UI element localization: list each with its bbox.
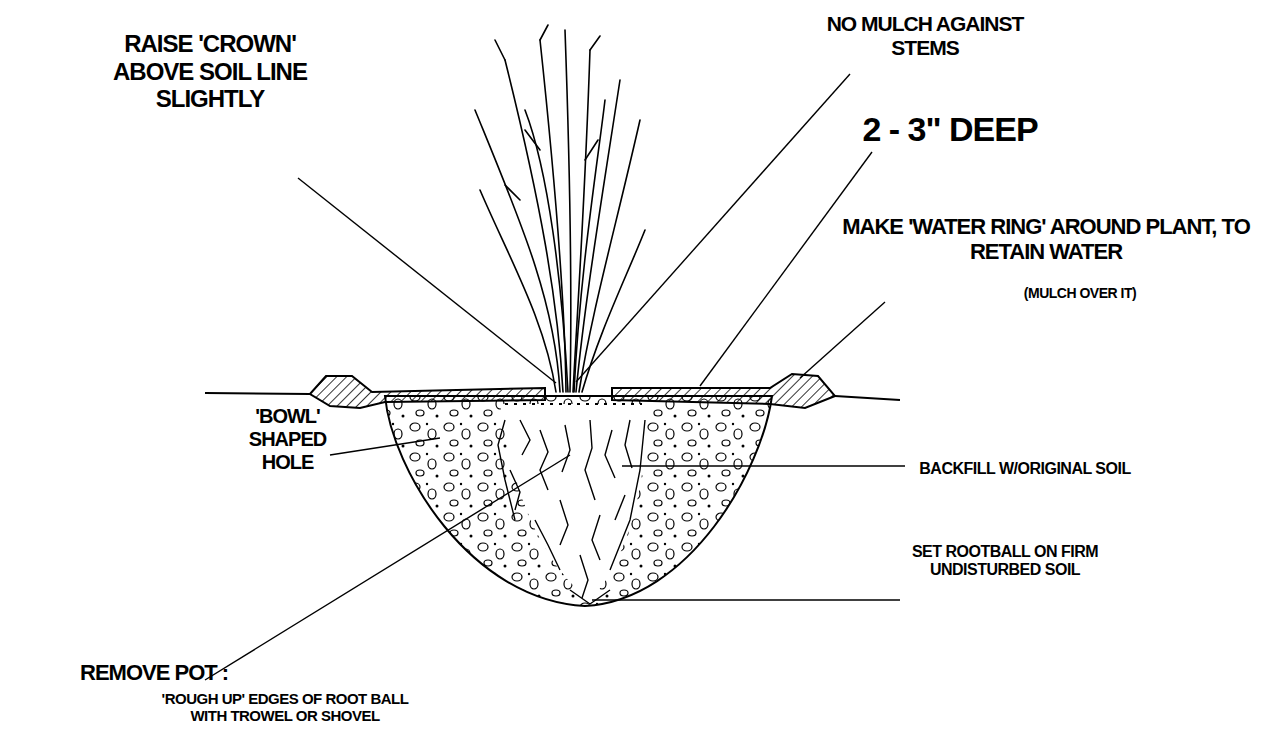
mulch-right	[612, 374, 835, 408]
annotation-label: REMOVE POT :	[80, 660, 280, 685]
annotation-label: RAISE 'CROWN' ABOVE SOIL LINE SLIGHTLY	[85, 30, 335, 113]
annotation-label: (MULCH OVER IT)	[990, 285, 1170, 301]
ground-line	[205, 393, 900, 400]
annotation-label: BACKFILL W/ORIGINAL SOIL	[910, 460, 1140, 478]
roots	[498, 420, 645, 604]
annotation-label: SET ROOTBALL ON FIRM UNDISTURBED SOIL	[880, 543, 1130, 580]
annotation-label: MAKE 'WATER RING' AROUND PLANT, TO RETAI…	[830, 214, 1262, 265]
annotation-label: 2 - 3" DEEP	[860, 110, 1040, 149]
rootball	[500, 404, 646, 600]
crown-line	[505, 403, 642, 405]
bowl-hole	[385, 396, 772, 606]
annotation-label: 'BOWL' SHAPED HOLE	[240, 405, 335, 474]
annotation-label: 'ROUGH UP' EDGES OF ROOT BALL WITH TROWE…	[150, 690, 420, 725]
leader-lines	[205, 74, 905, 680]
grass-plant	[475, 25, 645, 392]
annotation-label: NO MULCH AGAINST STEMS	[810, 12, 1040, 60]
mulch-left	[310, 376, 545, 408]
